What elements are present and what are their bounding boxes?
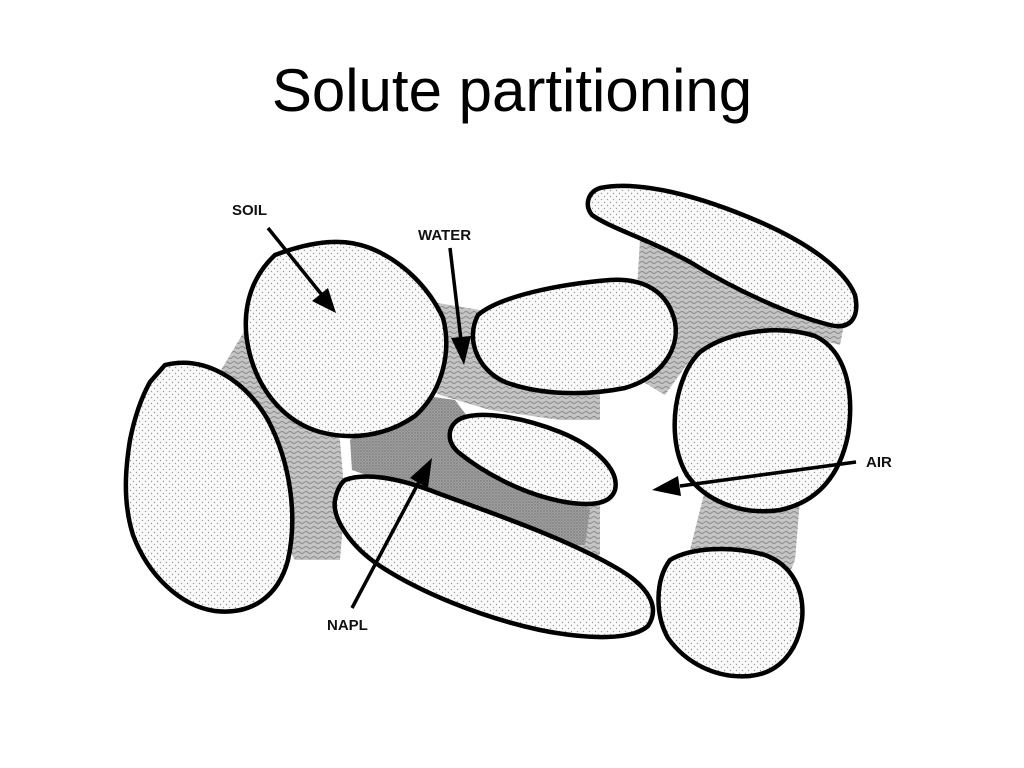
napl-label: NAPL (327, 617, 368, 634)
grain-right (672, 328, 853, 514)
soil-label: SOIL (232, 202, 267, 219)
air-arrow (652, 460, 857, 496)
napl-region (350, 395, 590, 545)
slide-title: Solute partitioning (271, 57, 753, 124)
soil-grains (123, 183, 859, 679)
soil-arrow (266, 226, 336, 313)
grain-upper-left (243, 239, 449, 439)
water-region-upper-right (635, 240, 845, 395)
air-label: AIR (866, 454, 892, 471)
grain-bottom-right (656, 546, 805, 679)
grain-center-top (470, 277, 679, 396)
napl-arrow (350, 458, 432, 609)
grain-center-middle (447, 412, 618, 507)
water-label: WATER (418, 227, 471, 244)
napl-phase (350, 395, 590, 545)
label-arrows (266, 226, 857, 609)
grain-lower-elongated (332, 474, 656, 640)
grain-left (123, 360, 295, 614)
phase-labels: SOIL WATER AIR NAPL (232, 202, 892, 634)
grain-top-right (585, 183, 859, 329)
water-arrow (448, 247, 471, 365)
